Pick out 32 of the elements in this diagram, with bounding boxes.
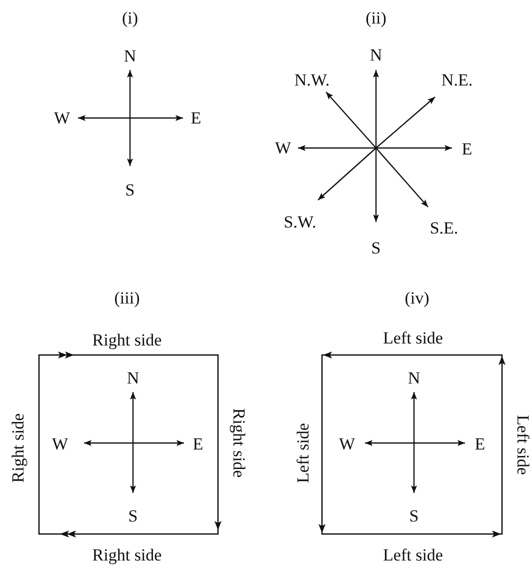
direction-label: N [408,370,420,386]
direction-label: N [126,370,140,386]
side-label: Right side [92,332,162,348]
side-label: Left side [514,415,532,475]
figure-number: (iv) [404,290,430,306]
side-label: Right side [230,408,248,478]
direction-label: S [409,508,419,524]
direction-label: S.E. [430,220,458,236]
direction-label: W [54,110,70,126]
direction-label: W [274,140,292,156]
direction-label: E [192,436,204,452]
direction-label: S [128,508,138,524]
direction-label: N [124,48,136,64]
direction-label: E [462,140,472,158]
side-label: Right side [92,546,162,564]
figure-number: (i) [122,10,138,26]
side-label: Left side [383,546,443,564]
direction-label: N [370,46,382,64]
figure-number: (iii) [114,290,140,306]
direction-label: S.W. [284,214,316,230]
direction-label: N.E. [441,72,473,88]
direction-label: S [125,182,135,198]
side-label: Right side [10,413,26,483]
direction-label: E [474,436,486,452]
side-label: Left side [383,330,443,346]
direction-label: W [52,436,68,452]
direction-label: W [338,436,356,452]
figure-number: (ii) [366,10,386,26]
direction-label: E [190,110,202,126]
direction-label: N.W. [294,72,330,88]
side-label: Left side [294,423,312,483]
direction-label: S [371,240,381,256]
